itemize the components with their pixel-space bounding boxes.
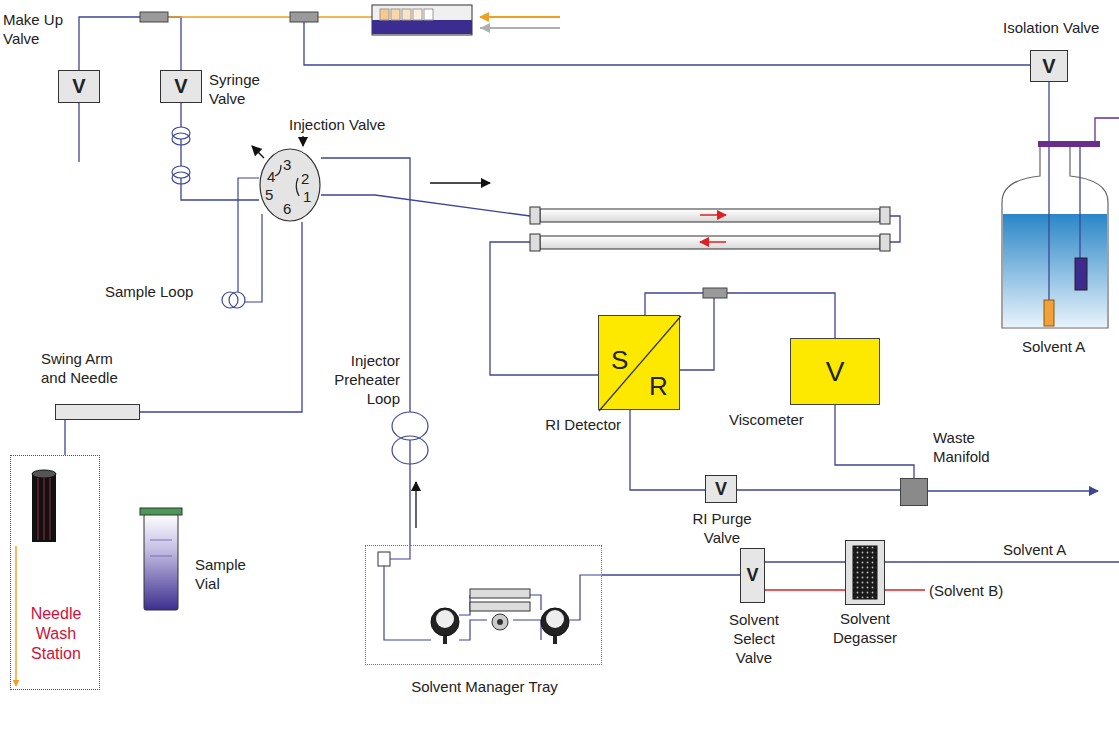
part-label: Solvent Degasser [825,610,905,648]
part-label: Sample Vial [195,556,255,594]
valve-box: VIsolation Valve [1030,50,1068,82]
solvent-a-line [885,561,1119,562]
part-label: RI Purge Valve [676,510,768,548]
valve-box: VSyringe Valve [160,70,202,103]
vial-drawing [140,508,182,610]
tubing-line [140,222,302,412]
tray-region: Solvent Manager Tray [365,545,602,665]
tubing-line [181,103,259,200]
tubing-line [321,158,410,545]
reference-line [680,298,714,370]
valve-symbol: V [791,339,879,404]
part-label: Waste Manifold [933,429,1003,467]
port-number: Viscometer [729,411,804,430]
syringe-coil [172,127,190,184]
part-label: (Solvent B) [929,582,1003,601]
port-number: 2 [301,170,309,189]
port-number: 3 [283,156,291,175]
ri-detector: SRRI Detector [598,315,680,410]
sample-line [168,16,372,17]
degasser: Solvent Degasser [845,540,885,605]
part-label: Syringe Valve [209,71,271,109]
viscometer-box: VViscometer [790,338,880,405]
port-number: R [649,370,668,403]
part-label: Swing Arm and Needle [41,350,133,388]
tubing-line [765,561,845,562]
part-label: Sample Loop [105,283,193,302]
port-number: 1 [303,188,311,207]
pump-heads [378,545,602,644]
tubing-line [602,574,740,575]
part-label: Solvent Select Valve [721,611,787,667]
tee-fitting [140,12,168,22]
valve-box: VSolvent Select Valve [740,548,765,603]
part-label: Make Up Valve [3,11,65,49]
valve-symbol: V [161,71,201,102]
sample-loop-coil [222,178,262,308]
waste-outlet [928,490,1098,491]
preheater-coil [392,412,428,464]
valve-symbol: V [706,476,736,502]
waste-manifold: Waste Manifold [900,478,928,506]
part-label: Injection Valve [289,116,385,135]
port-number: Isolation Valve [1003,19,1099,38]
gpc-columns [530,207,890,251]
port-number: 4 [267,168,275,187]
makeup-outlet [78,103,79,162]
valve-symbol: V [741,549,764,602]
injection-valve: Injection Valve123456 [259,148,321,222]
wash-station: Needle Wash Station [10,455,100,690]
pointer-arrow [302,136,303,146]
part-label: Solvent Manager Tray [366,678,603,697]
tubing-line [737,489,900,490]
flow-arrow [415,482,416,528]
tubing-line [630,410,705,490]
tubing-line [835,405,914,478]
port-number: 5 [265,186,273,205]
part-label: Solvent A [1003,541,1066,560]
valve-box: VMake Up Valve [58,70,100,103]
tubing-line [1048,82,1049,140]
part-label: S [611,344,628,377]
valve-box: VRI Purge Valve [705,475,737,503]
part-label: Solvent A [1022,338,1085,357]
solvent-bottle: Solvent A [1000,140,1110,330]
part-label: Injector Preheater Loop [300,352,400,408]
port-number: 6 [283,200,291,219]
rotation-arrow [252,146,264,158]
flow-arrow [430,182,490,183]
sample-probe [372,5,560,35]
valve-symbol: V [1031,51,1067,81]
part-label: Needle Wash Station [16,604,96,664]
tubing-line [79,17,181,70]
tubing-line [64,420,65,455]
sample-vial: Sample Vial [140,508,182,610]
valve-symbol: V [59,71,99,102]
swing-arm: Swing Arm and Needle [55,404,140,420]
tee-fitting [703,288,727,298]
part-label: RI Detector [536,416,621,435]
tee-fitting [290,12,318,22]
